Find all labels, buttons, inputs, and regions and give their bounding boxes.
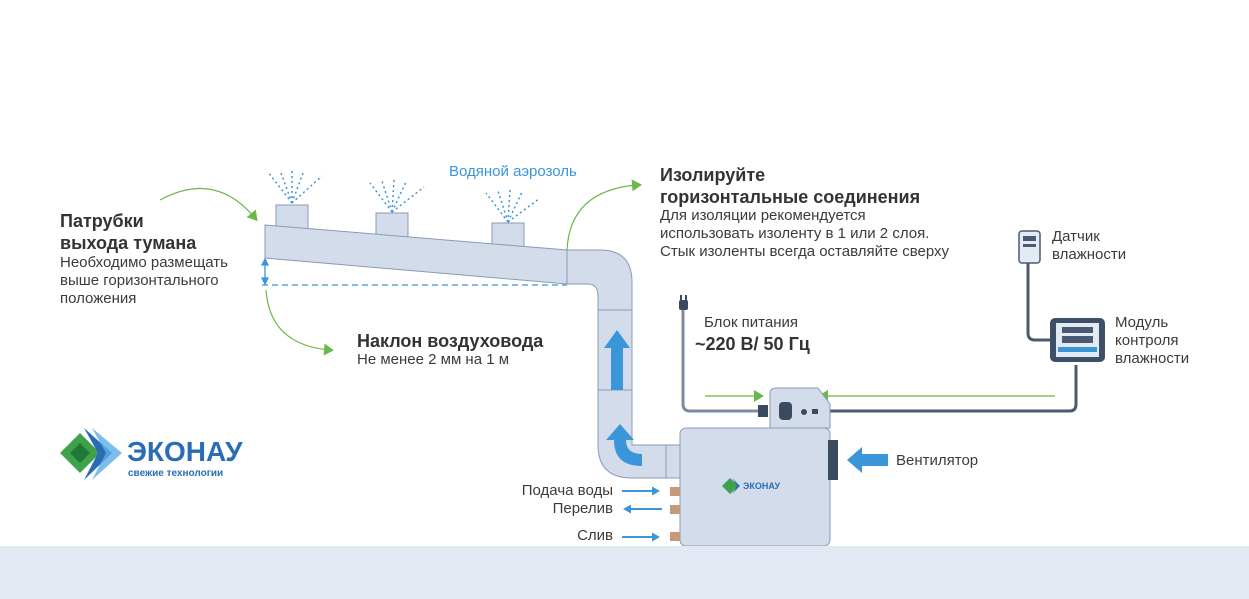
footer-band	[0, 546, 1249, 599]
water-arrows	[622, 486, 662, 542]
aerosol-label: Водяной аэрозоль	[449, 163, 577, 180]
unit-logo: ЭКОНАУ	[722, 478, 781, 494]
fan-label: Вентилятор	[896, 452, 979, 469]
humidifier-unit: ЭКОНАУ	[670, 387, 838, 547]
water-in-label: Подача воды	[521, 482, 613, 499]
power-switch-icon	[779, 402, 792, 420]
air-duct	[264, 224, 681, 479]
logo-name: ЭКОНАУ	[127, 436, 243, 467]
overflow-label: Перелив	[552, 500, 613, 517]
aerosol-spray-icon	[267, 168, 541, 223]
humidity-sensor-icon	[1018, 230, 1041, 264]
fan-grille	[828, 440, 838, 480]
ekonau-logo-icon	[60, 428, 122, 480]
callout-arrows	[159, 179, 1055, 402]
power-value: ~220 В/ 50 Гц	[695, 334, 810, 354]
mist-nozzles	[275, 204, 525, 248]
slope-description: Не менее 2 мм на 1 м	[357, 351, 510, 368]
fan-airflow-arrow-icon	[847, 447, 888, 473]
fittings	[670, 487, 680, 541]
svg-text:ЭКОНАУ: ЭКОНАУ	[743, 481, 781, 491]
cables	[681, 262, 1078, 413]
slope-title: Наклон воздуховода	[357, 331, 544, 351]
airflow-curved-arrow-icon	[606, 424, 642, 466]
drain-label: Слив	[577, 527, 613, 544]
power-plug-icon	[679, 295, 688, 310]
airflow-up-arrow-icon	[604, 330, 630, 390]
logo-tagline: свежие технологии	[128, 468, 224, 479]
power-connector-icon	[758, 405, 768, 417]
power-title: Блок питания	[704, 314, 798, 331]
humidity-control-module-icon	[1050, 318, 1105, 362]
slope-dimension-icon	[260, 257, 270, 286]
